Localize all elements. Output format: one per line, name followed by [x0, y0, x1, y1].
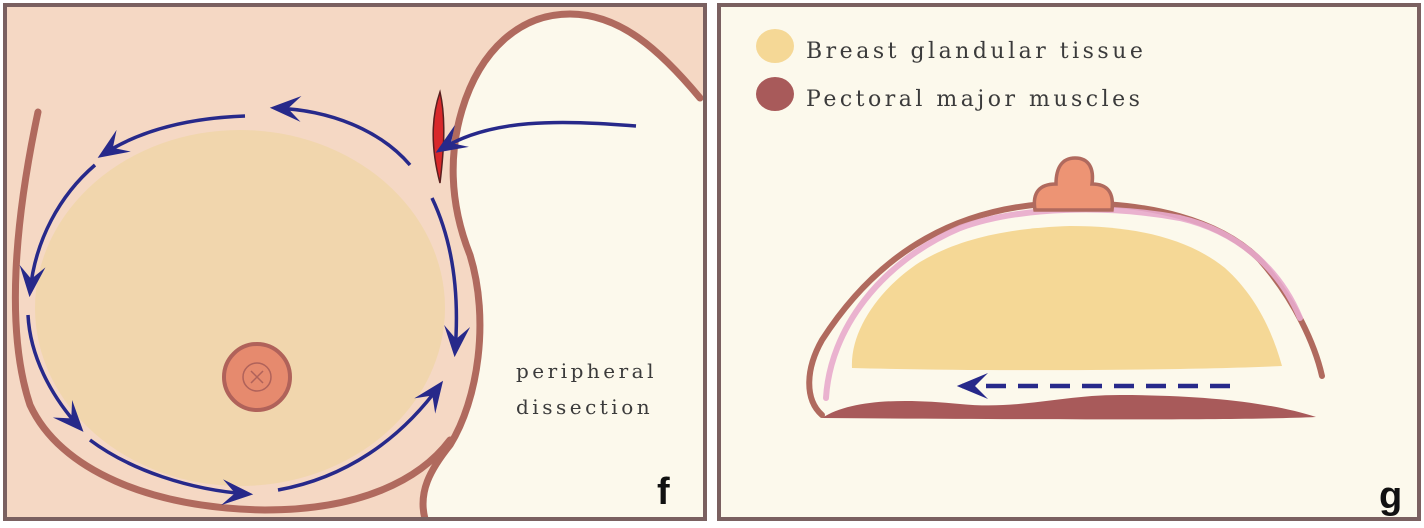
panel-frame-g [717, 3, 1421, 521]
legend: Breast glandular tissue Pectoral major m… [756, 29, 1146, 112]
nipple [222, 342, 292, 412]
panel-frame-f [3, 3, 707, 521]
dissection-arrow [430, 197, 471, 358]
dissection-arrows [19, 95, 471, 506]
pectoral-muscle [822, 395, 1316, 420]
legend-label-glandular: Breast glandular tissue [806, 39, 1146, 64]
legend-label-muscle: Pectoral major muscles [806, 87, 1143, 112]
breast-cross-section [806, 156, 1325, 420]
dissection-arrow [97, 114, 246, 158]
entry-arrow [435, 120, 637, 153]
annotation-dissection: dissection [516, 395, 653, 419]
breast-outline-left [11, 108, 454, 514]
dissection-arrow [277, 380, 444, 492]
panel-f: peripheral dissection f [3, 3, 707, 521]
glandular-tissue [35, 130, 445, 486]
dissection-arrow [269, 95, 412, 167]
axilla-region [422, 14, 705, 519]
dissection-arrow [19, 163, 97, 298]
legend-swatch-muscle [756, 77, 794, 111]
glandular-tissue-section [851, 226, 1282, 371]
panel-letter-g: g [1379, 475, 1402, 517]
panel-letter-f: f [657, 471, 670, 513]
annotation-peripheral: peripheral [516, 359, 657, 383]
dissection-arrow [88, 438, 254, 506]
dissection-arrow [26, 314, 84, 432]
legend-swatch-glandular [756, 29, 794, 63]
panel-g: Breast glandular tissue Pectoral major m… [717, 3, 1421, 521]
nipple-section [1032, 156, 1115, 212]
